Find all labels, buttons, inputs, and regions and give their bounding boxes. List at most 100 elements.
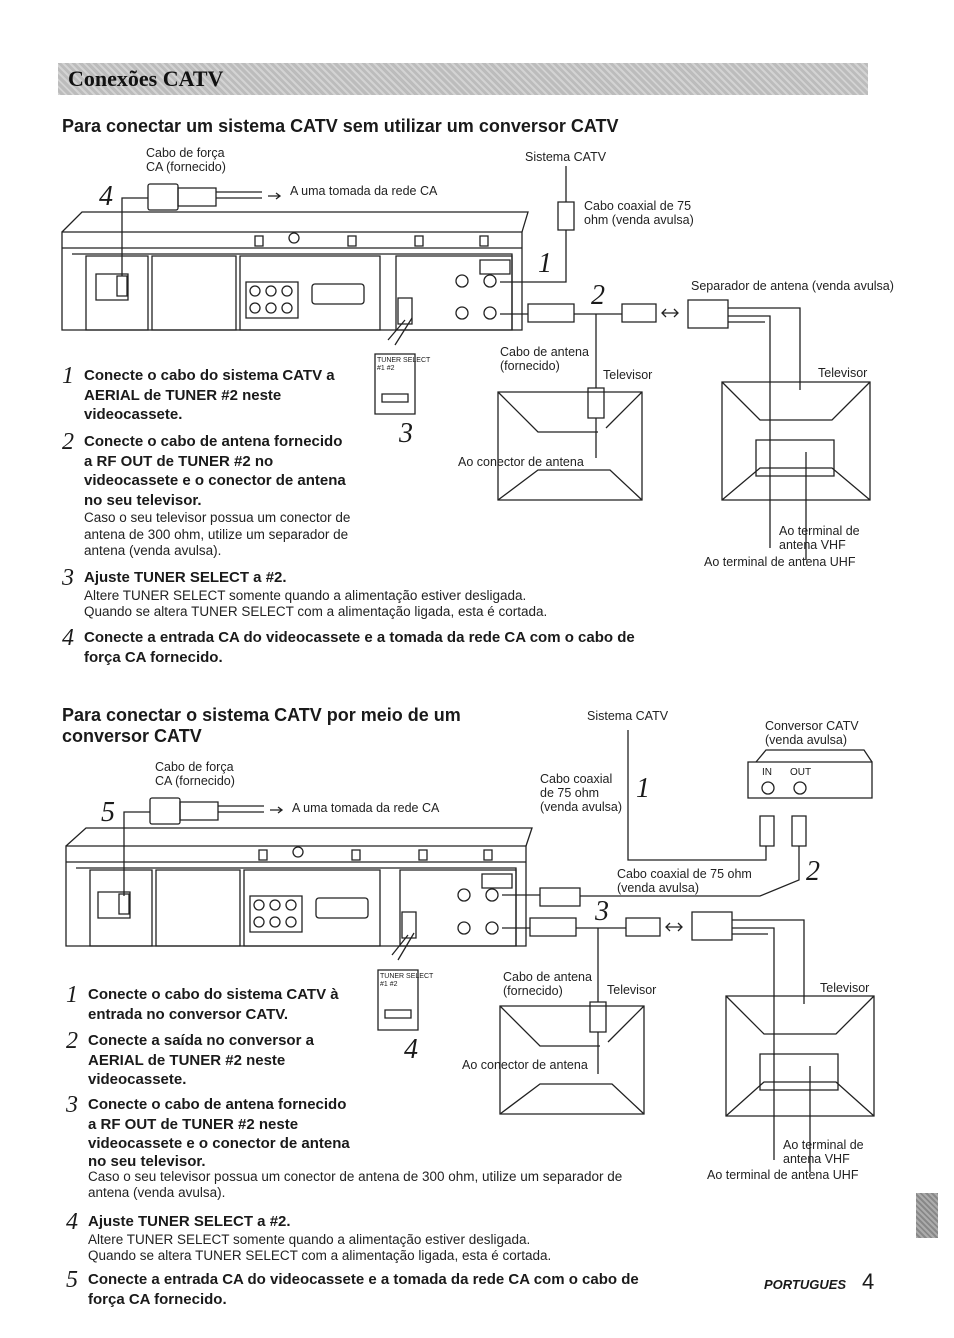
tuner-positions: #1 #2 (377, 365, 395, 372)
catv-system-label-2: Sistema CATV (587, 709, 669, 723)
step-line: videocassete e o conector de antena (84, 472, 346, 489)
step-number: 4 (66, 1209, 78, 1235)
callout-4b: 4 (404, 1034, 418, 1065)
page-number: 4 (862, 1269, 875, 1294)
label-line: (fornecido) (503, 984, 563, 998)
tv-left-label: Televisor (603, 368, 653, 382)
step-line: Ajuste TUNER SELECT a #2. (88, 1213, 291, 1230)
step-text: Conecte a entrada CA do videocassete e a… (84, 628, 704, 667)
step-line: força CA fornecido. (88, 1290, 227, 1308)
step-number: 5 (66, 1267, 78, 1293)
converter-in-label: IN (762, 767, 772, 778)
note-line: Caso o seu televisor possua um conector … (84, 510, 351, 525)
callout-1: 1 (538, 248, 552, 279)
note-line: Quando se altera TUNER SELECT com a alim… (88, 1248, 552, 1263)
tuner-select-inset: TUNER SELECT #1 #2 (377, 357, 430, 373)
step-number: 2 (66, 1028, 78, 1054)
step-line: videocassete e o conector de antena (88, 1135, 350, 1152)
uhf-terminal-label: Ao terminal de antena UHF (704, 555, 856, 569)
step-text: Conecte o cabo do sistema CATV a AERIAL … (84, 366, 384, 425)
step-number: 2 (62, 429, 74, 455)
label-line: antena VHF (783, 1152, 850, 1166)
note-line: Altere TUNER SELECT somente quando a ali… (88, 1231, 531, 1247)
converter-label: Conversor CATV (venda avulsa) (765, 719, 859, 747)
tuner-positions: #1 #2 (380, 981, 398, 988)
tuner-select-inset-2: TUNER SELECT #1 #2 (380, 973, 433, 989)
label-line: (venda avulsa) (540, 800, 622, 814)
step-number: 4 (62, 625, 74, 651)
step-text: Conecte a entrada CA do videocassete e a… (88, 1270, 708, 1309)
antenna-cable-label-2: Cabo de antena (fornecido) (503, 970, 592, 998)
heading-line: Para conectar o sistema CATV por meio de… (62, 705, 461, 725)
vcr-rear-panel-1 (62, 212, 528, 330)
step-line: Conecte o cabo do sistema CATV à (88, 986, 339, 1003)
note-line: antena de 300 ohm, utilize um separador … (84, 526, 349, 542)
converter-out-label: OUT (790, 767, 812, 778)
step-line: entrada no conversor CATV. (88, 1005, 289, 1023)
step-line: força CA fornecido. (84, 648, 223, 666)
power-cord-label: Cabo de força CA (fornecido) (146, 146, 226, 174)
callout-5: 5 (101, 797, 115, 828)
coax-label: Cabo coaxial de 75 ohm (venda avulsa) (584, 199, 694, 227)
vcr-rear-panel-2 (66, 828, 532, 946)
step-number: 3 (62, 565, 74, 591)
step-text: Conecte a saída no conversor a AERIAL de… (88, 1031, 388, 1090)
label-line: (fornecido) (500, 359, 560, 373)
step-line: Ajuste TUNER SELECT a #2. (84, 569, 287, 586)
label-line: Cabo coaxial de 75 (584, 199, 692, 213)
step-line: Conecte o cabo do sistema CATV a (84, 367, 335, 384)
step-line: videocassete. (88, 1071, 187, 1088)
step-line: a RF OUT de TUNER #2 no (84, 452, 274, 470)
step-text: Conecte o cabo do sistema CATV à entrada… (88, 985, 388, 1024)
label-line: Conversor CATV (765, 719, 859, 733)
section-banner: Conexões CATV (58, 63, 868, 95)
note-line: Caso o seu televisor possua um conector … (88, 1168, 623, 1184)
label-line: CA (fornecido) (146, 160, 226, 174)
label-line: Ao terminal de (783, 1138, 864, 1152)
tv-left-label-2: Televisor (607, 983, 657, 997)
label-line: Cabo de antena (500, 345, 589, 359)
label-line: antena VHF (779, 538, 846, 552)
power-cord-label-2: Cabo de força CA (fornecido) (155, 760, 235, 788)
note-line: antena (venda avulsa). (84, 543, 222, 558)
outlet-label-2: A uma tomada da rede CA (292, 801, 440, 815)
step-line: Conecte a saída no conversor a (88, 1032, 314, 1049)
tv-right-label-2: Televisor (820, 981, 870, 995)
callout-3: 3 (399, 418, 413, 449)
step-line: no seu televisor. (88, 1152, 206, 1170)
note-line: Quando se altera TUNER SELECT com a alim… (84, 604, 548, 619)
tuner-select-text: TUNER SELECT (377, 357, 431, 364)
label-line: (venda avulsa) (765, 733, 847, 747)
callout-2b: 2 (806, 856, 820, 887)
footer-language: PORTUGUES (764, 1277, 847, 1292)
banner-title: Conexões CATV (68, 66, 224, 91)
step-text: Ajuste TUNER SELECT a #2. Altere TUNER S… (88, 1212, 648, 1265)
vhf-terminal-label: Ao terminal de antena VHF (779, 524, 860, 552)
vhf-terminal-label-2: Ao terminal de antena VHF (783, 1138, 864, 1166)
uhf-terminal-label-2: Ao terminal de antena UHF (707, 1168, 859, 1182)
outlet-label: A uma tomada da rede CA (290, 184, 438, 198)
callout-1b: 1 (636, 773, 650, 804)
antenna-connector-label: Ao conector de antena (458, 455, 584, 469)
section2-heading: Para conectar o sistema CATV por meio de… (62, 705, 461, 747)
note-line: antena (venda avulsa). (88, 1185, 226, 1200)
step-line: Conecte o cabo de antena fornecido (84, 433, 343, 450)
label-line: ohm (venda avulsa) (584, 213, 694, 227)
step-line: AERIAL de TUNER #2 neste (84, 386, 282, 404)
step-text: Conecte o cabo de antena fornecido a RF … (88, 1095, 688, 1202)
step-line: Conecte a entrada CA do videocassete e a… (84, 629, 635, 646)
note-line: Altere TUNER SELECT somente quando a ali… (84, 587, 527, 603)
label-line: Cabo de força (146, 146, 225, 160)
step-line: Conecte a entrada CA do videocassete e a… (88, 1271, 639, 1288)
label-line: Cabo coaxial de 75 ohm (617, 867, 752, 881)
callout-2: 2 (591, 280, 605, 311)
step-number: 1 (66, 982, 78, 1008)
splitter-label: Separador de antena (venda avulsa) (691, 279, 894, 293)
step-text: Ajuste TUNER SELECT a #2. Altere TUNER S… (84, 568, 644, 621)
label-line: CA (fornecido) (155, 774, 235, 788)
label-line: Ao terminal de (779, 524, 860, 538)
step-text: Conecte o cabo de antena fornecido a RF … (84, 432, 404, 560)
coax-label-2: Cabo coaxial de 75 ohm (venda avulsa) (540, 772, 622, 814)
